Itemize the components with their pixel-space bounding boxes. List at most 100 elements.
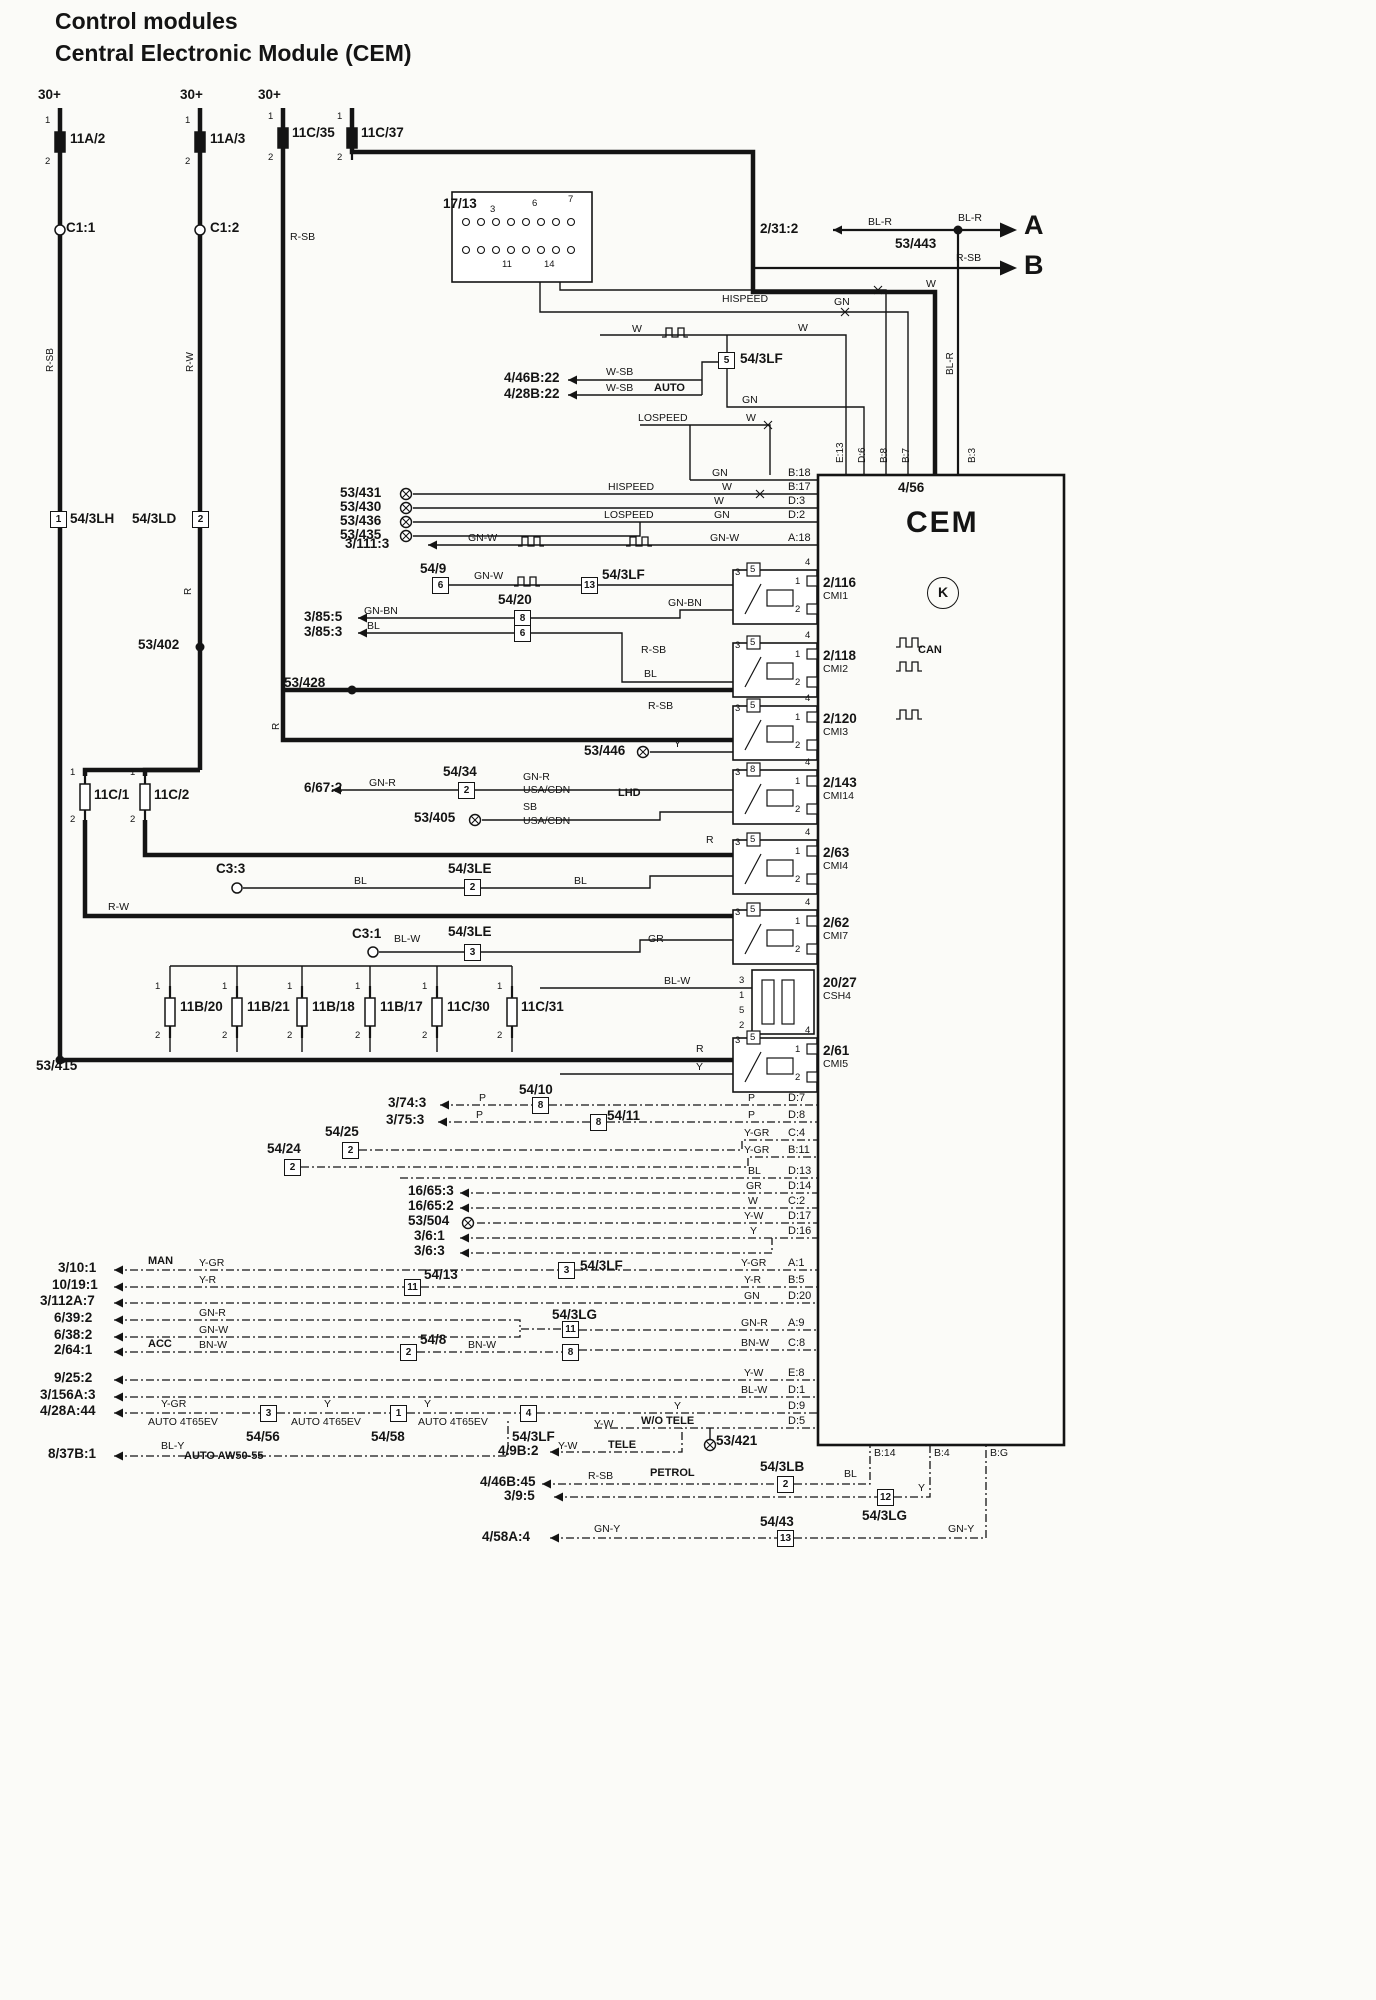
connector-pin-icon — [476, 217, 486, 227]
wire — [894, 1445, 931, 1498]
component-ref-label: 17/13 — [443, 196, 477, 211]
component-ref-label: 54/3LF — [580, 1258, 623, 1273]
relay-pin-number: 3 — [735, 567, 741, 578]
wire-arrow-icon — [332, 785, 341, 795]
relay-pin-number: 2 — [795, 604, 801, 615]
relay-ref-label: 2/116 — [823, 575, 857, 590]
fuse-pin-number: 2 — [287, 1030, 293, 1041]
inline-connector-box: 5 — [718, 352, 735, 369]
wire-arrow-icon — [460, 1248, 469, 1258]
wire-arrow-icon — [460, 1203, 469, 1213]
cem-pin-label: C:4 — [788, 1127, 806, 1139]
wire-color-label: GN-R — [523, 771, 550, 783]
wire-color-label: Y — [674, 1400, 682, 1412]
wire — [539, 282, 909, 475]
cem-pin-label: D:3 — [788, 495, 806, 507]
cem-pin-label: D:16 — [788, 1225, 812, 1237]
k-marker-icon: K — [927, 577, 959, 609]
wire-cross-icon — [873, 285, 883, 295]
connector-pin-icon — [551, 217, 561, 227]
wire-arrow-icon — [428, 540, 437, 550]
fuse-body — [277, 127, 289, 149]
fuse-pin-number: 1 — [287, 981, 293, 992]
relay-ref-label: 20/27 — [823, 975, 857, 990]
relay-pin-box — [806, 648, 818, 660]
fuse-pin-number: 1 — [222, 981, 228, 992]
wire-color-label: Y-W — [558, 1440, 578, 1452]
wire — [359, 1139, 818, 1151]
wire-color-label: R-SB — [641, 644, 667, 656]
harness-arrow-icon — [1000, 222, 1017, 238]
component-ref-label: 53/428 — [284, 675, 326, 690]
fuse-pin-number: 2 — [355, 1030, 361, 1041]
relay-switch — [744, 583, 762, 615]
wire-color-label: BL — [844, 1468, 857, 1480]
fuse-pin-number: 2 — [45, 156, 51, 167]
fuse-ref-label: 11B/20 — [180, 999, 223, 1014]
component-ref-label: 3/6:1 — [414, 1228, 445, 1243]
wire-arrow-icon — [114, 1315, 123, 1325]
connector-pin-number: 5 — [739, 1005, 745, 1016]
component-ref-label: 2/31:2 — [760, 221, 799, 236]
relay-coil — [766, 725, 794, 743]
wire-color-label: Y — [424, 1398, 432, 1410]
relay-body — [732, 1037, 818, 1093]
inline-connector-box: 3 — [260, 1405, 277, 1422]
relay-body — [732, 769, 818, 825]
inline-connector-box: 2 — [342, 1142, 359, 1159]
relay-pin-number: 4 — [805, 630, 811, 641]
wire-color-label: BL — [748, 1165, 761, 1177]
connector-pin-icon — [506, 217, 516, 227]
relay-pin-number: 4 — [805, 897, 811, 908]
component-ref-label: 54/3LB — [760, 1459, 805, 1474]
component-ref-label: 3/75:3 — [386, 1112, 425, 1127]
wire-arrow-icon — [568, 390, 577, 400]
component-ref-label: 6/67:2 — [304, 780, 343, 795]
fuse-ref-label: 11C/1 — [94, 787, 130, 802]
component-ref-label: C1:2 — [210, 220, 240, 235]
relay-ref-label: 2/143 — [823, 775, 857, 790]
wire-color-label: R-SB — [588, 1470, 614, 1482]
relay-sub-label: CMI5 — [823, 1058, 849, 1070]
system-note-label: AUTO AW50-55 — [184, 1450, 264, 1462]
wire-color-label: P — [748, 1092, 756, 1104]
component-ref-label: 53/504 — [408, 1213, 450, 1228]
connector-pin-icon — [461, 245, 471, 255]
relay-pin-box — [746, 698, 761, 713]
component-ref-label: 4/58A:4 — [482, 1529, 531, 1544]
inline-connector-box: 3 — [558, 1262, 575, 1279]
fuse-body — [79, 783, 91, 811]
relay-pin-number: 8 — [750, 764, 756, 775]
component-ref-label: 4/9B:2 — [498, 1443, 539, 1458]
relay-pin-box — [806, 775, 818, 787]
ground-hatch — [402, 504, 410, 512]
component-ref-label: 54/3LG — [552, 1307, 598, 1322]
relay-pin-number: 2 — [795, 677, 801, 688]
inline-connector-box: 2 — [777, 1476, 794, 1493]
wire-arrow-icon — [542, 1479, 551, 1489]
fuse-pin-number: 1 — [130, 767, 136, 778]
relay-pin-number: 5 — [750, 1032, 756, 1043]
connector-detail — [761, 979, 775, 1025]
connector-detail — [781, 979, 795, 1025]
wire-color-label: GN — [742, 394, 758, 406]
wire-color-label: B:3 — [967, 447, 978, 463]
diagnostic-connector-body — [451, 191, 593, 283]
relay-pin-number: 5 — [750, 700, 756, 711]
wire — [283, 648, 751, 693]
wire-color-label: LOSPEED — [638, 412, 688, 424]
inline-connector-box: 8 — [532, 1097, 549, 1114]
inline-connector-box: 6 — [432, 577, 449, 594]
relay-switch — [744, 923, 762, 955]
relay-switch — [744, 783, 762, 815]
wire-color-label: SB — [523, 801, 538, 813]
wire-color-label: R-SB — [290, 231, 316, 243]
system-note-label: ACC — [148, 1338, 172, 1350]
system-note-label: MAN — [148, 1255, 174, 1267]
component-ref-label: 54/3LF — [602, 567, 645, 582]
fuse-body — [346, 127, 358, 149]
relay-sub-label: CSH4 — [823, 990, 852, 1002]
wire-color-label: W — [746, 412, 756, 424]
fuse-pin-number: 2 — [70, 814, 76, 825]
relay-body — [732, 642, 818, 698]
